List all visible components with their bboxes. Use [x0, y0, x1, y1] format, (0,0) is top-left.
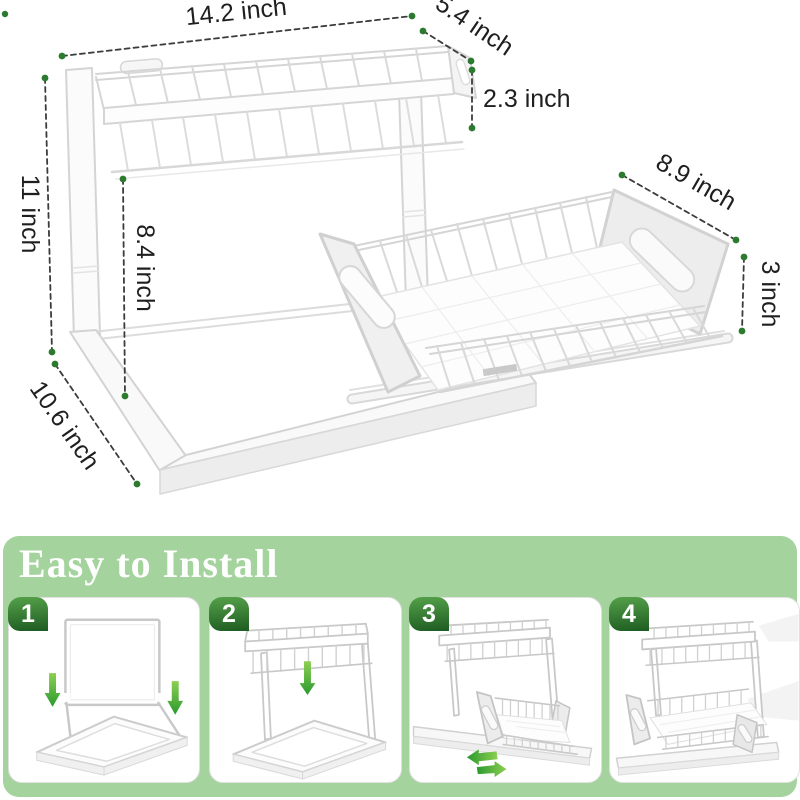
- install-step-4-panel: 4: [609, 597, 800, 783]
- frame-left-post: [65, 67, 101, 340]
- step-3-lower-basket: [475, 691, 578, 756]
- front-wall: [425, 305, 724, 394]
- step-1-badge: 1: [8, 597, 48, 631]
- dim-label-8-9: 8.9 inch: [651, 148, 741, 216]
- top-basket: [95, 45, 477, 180]
- rack: [65, 45, 734, 495]
- right-arrow-icon: [476, 761, 507, 778]
- pull-out-basket: [318, 188, 730, 394]
- install-step-3-panel: 3: [409, 597, 602, 783]
- basket-floor: [371, 241, 701, 391]
- step-2-base: [232, 719, 387, 780]
- dimension-clearance-height: 8.4 inch: [119, 175, 159, 400]
- step-2-illustration: [232, 622, 387, 780]
- install-section-title: Easy to Install: [19, 541, 279, 586]
- down-arrow-icon: [44, 673, 61, 707]
- dim-label-3: 3 inch: [756, 261, 784, 328]
- down-arrow-icon: [299, 661, 316, 695]
- left-arrow-icon: [466, 749, 498, 766]
- frame-right-post: [398, 89, 429, 303]
- install-step-1-panel: 1: [8, 597, 200, 783]
- dimension-width-top: 14.2 inch: [58, 0, 416, 60]
- counter-wedge: [758, 613, 799, 642]
- organizer-line-drawing: 14.2 inch 5.4 inch 2.3 inch 11 inch 8.4 …: [1, 0, 784, 495]
- back-wall: [353, 191, 613, 293]
- down-arrow-icon: [167, 681, 184, 715]
- dimension-height-lower-basket: 3 inch: [738, 253, 784, 335]
- dim-label-10-6: 10.6 inch: [24, 376, 105, 475]
- dim-label-14-2: 14.2 inch: [184, 0, 288, 31]
- dimension-depth-top-basket: 5.4 inch: [419, 0, 519, 65]
- near-end-panel: [318, 232, 422, 394]
- step-3-badge: 3: [409, 597, 449, 631]
- dimension-overall-height: 11 inch: [16, 74, 56, 356]
- dim-label-8-4: 8.4 inch: [131, 224, 159, 312]
- step-1-illustration: [35, 618, 189, 776]
- stray-marker: [1, 10, 9, 18]
- step-1-base: [35, 715, 189, 776]
- install-section: Easy to Install 1 2: [3, 536, 800, 797]
- install-step-2-panel: 2: [209, 597, 402, 783]
- step-4-lower-basket: [625, 688, 769, 754]
- dim-label-11: 11 inch: [16, 175, 44, 254]
- step-2-badge: 2: [209, 597, 249, 631]
- step-3-illustration: [412, 618, 593, 778]
- dim-label-2-3: 2.3 inch: [483, 85, 571, 113]
- rail-clip: [482, 363, 518, 377]
- dimension-height-top-basket: 2.3 inch: [468, 66, 571, 132]
- step-4-badge: 4: [609, 597, 649, 631]
- step-4-illustration: [615, 613, 799, 776]
